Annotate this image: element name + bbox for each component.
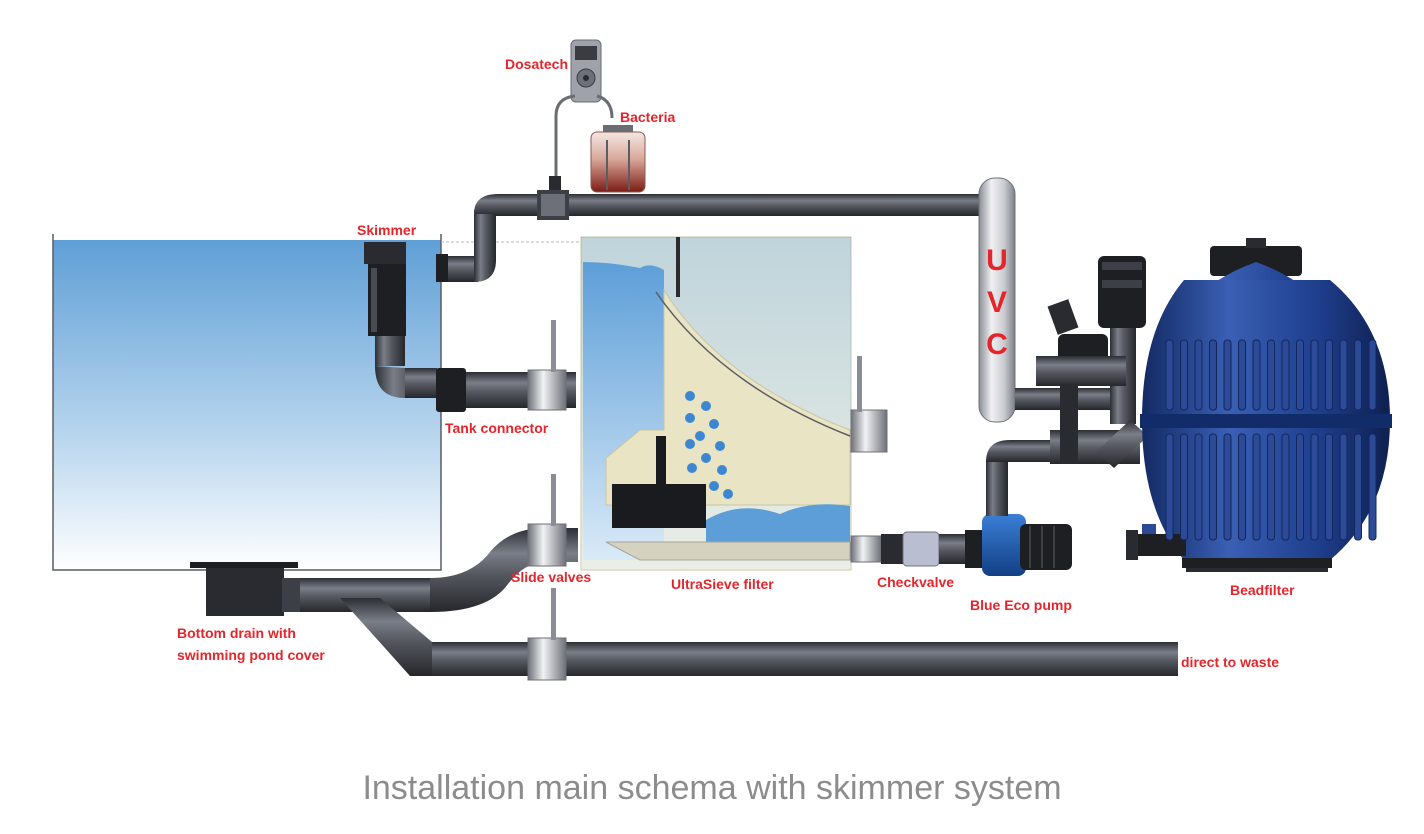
beadfilter-rib	[1194, 339, 1203, 411]
waste-label: direct to waste	[1181, 654, 1280, 670]
beadfilter-rib	[1165, 339, 1174, 411]
beadfilter-rib	[1165, 433, 1174, 541]
beadfilter-rib	[1354, 339, 1362, 411]
beadfilter-ribs	[1165, 339, 1377, 541]
dosatech-unit	[549, 39, 614, 190]
checkvalve	[850, 531, 965, 567]
multiport-valve	[1036, 256, 1148, 468]
beadfilter	[1126, 238, 1392, 572]
skimmer	[364, 242, 437, 398]
slide-valves-label: Slide valves	[511, 569, 592, 585]
bacteria-label: Bacteria	[620, 109, 676, 125]
beadfilter-rib	[1223, 339, 1232, 411]
tank-connector	[436, 320, 576, 412]
uvc-letter: U	[986, 244, 1008, 277]
beadfilter-rib	[1238, 433, 1246, 541]
beadfilter-rib	[1354, 433, 1362, 541]
bacteria-container	[590, 125, 646, 193]
beadfilter-rib	[1252, 433, 1261, 541]
beadfilter-rib	[1252, 339, 1261, 411]
top-pipe	[498, 190, 982, 220]
bottom-drain-label-line1: Bottom drain with	[177, 625, 296, 641]
uvc-letter: V	[987, 286, 1007, 319]
skimmer-label: Skimmer	[357, 222, 417, 238]
beadfilter-rib	[1180, 339, 1188, 411]
beadfilter-rib	[1209, 433, 1217, 541]
tank-connector-label: Tank connector	[445, 420, 549, 436]
ultrasieve-filter	[580, 236, 888, 571]
lower-pipes	[300, 474, 1178, 681]
beadfilter-rib	[1310, 433, 1319, 541]
beadfilter-rib	[1325, 339, 1333, 411]
uvc-letter: C	[986, 328, 1008, 361]
beadfilter-rib	[1339, 433, 1348, 541]
beadfilter-rib	[1223, 433, 1232, 541]
beadfilter-rib	[1368, 339, 1377, 411]
beadfilter-rib	[1281, 339, 1290, 411]
beadfilter-rib	[1310, 339, 1319, 411]
beadfilter-rib	[1325, 433, 1333, 541]
pump-label: Blue Eco pump	[970, 597, 1072, 613]
dosatech-label: Dosatech	[505, 56, 569, 72]
beadfilter-rib	[1368, 433, 1377, 541]
beadfilter-rib	[1296, 433, 1304, 541]
beadfilter-rib	[1296, 339, 1304, 411]
beadfilter-label: Beadfilter	[1230, 582, 1295, 598]
figure-caption: Installation main schema with skimmer sy…	[362, 769, 1062, 807]
beadfilter-rib	[1180, 433, 1188, 541]
ultrasieve-label: UltraSieve filter	[671, 576, 774, 592]
water-droplets	[685, 391, 733, 499]
checkvalve-label: Checkvalve	[877, 574, 955, 590]
beadfilter-rib	[1194, 433, 1203, 541]
beadfilter-rib	[1209, 339, 1217, 411]
beadfilter-rib	[1238, 339, 1246, 411]
bottom-drain-label-line2: swimming pond cover	[177, 647, 325, 663]
beadfilter-rib	[1267, 339, 1275, 411]
beadfilter-rib	[1339, 339, 1348, 411]
beadfilter-rib	[1267, 433, 1275, 541]
beadfilter-rib	[1281, 433, 1290, 541]
